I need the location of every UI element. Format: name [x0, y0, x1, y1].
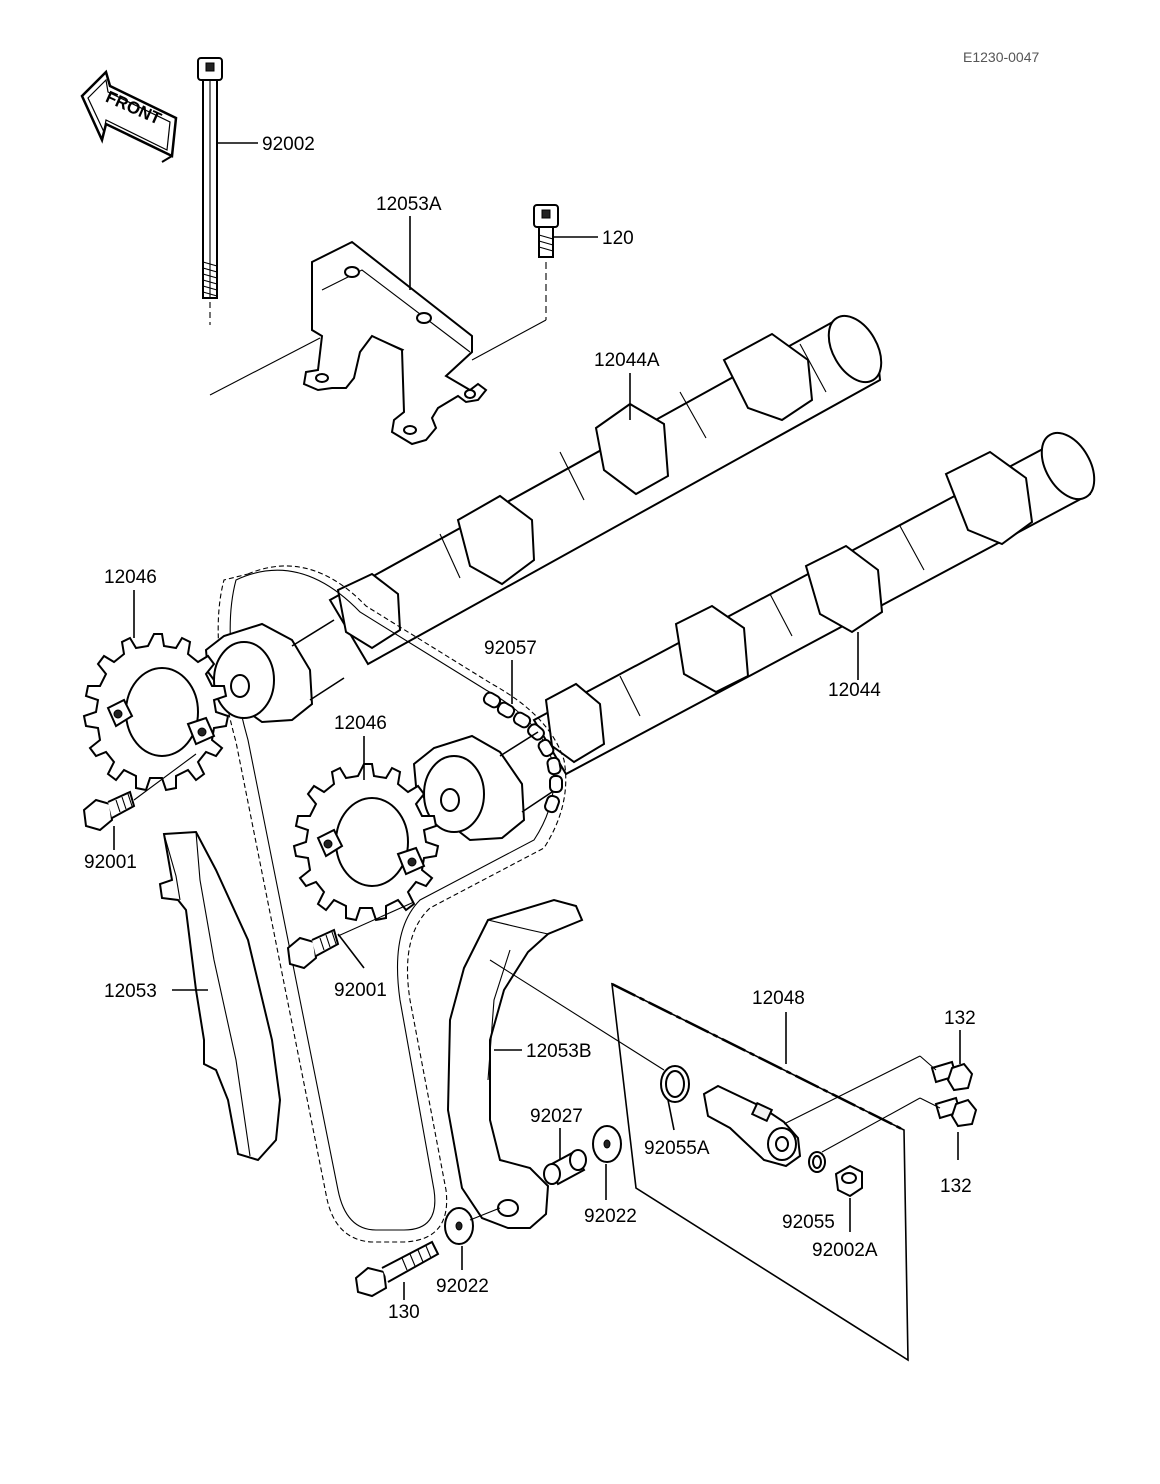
o-ring-92055	[808, 1151, 826, 1173]
label-120: 120	[602, 228, 634, 249]
bolt-92001-middle	[286, 928, 340, 970]
label-92002: 92002	[262, 134, 315, 155]
cam-chain	[217, 565, 567, 1243]
bolt-130	[354, 1240, 440, 1298]
chain-guide-12053B	[446, 898, 584, 1229]
camshaft-flange-upper	[204, 619, 345, 724]
front-arrow-icon: FRONT	[80, 69, 178, 163]
drawing-code: E1230-0047	[963, 49, 1040, 65]
camshaft-flange-lower	[412, 731, 553, 842]
label-12046-left: 12046	[104, 567, 157, 588]
washer-92022-right	[592, 1125, 622, 1163]
label-92022-left: 92022	[436, 1276, 489, 1297]
chain-links-92057	[482, 691, 563, 814]
label-92057: 92057	[484, 638, 537, 659]
label-92055A: 92055A	[644, 1138, 710, 1159]
label-12048: 12048	[752, 988, 805, 1009]
washer-92022-left	[444, 1207, 474, 1245]
label-12044: 12044	[828, 680, 881, 701]
tensioner-box-12048	[611, 982, 909, 1362]
label-132-bottom: 132	[940, 1176, 972, 1197]
label-92001-left: 92001	[84, 852, 137, 873]
label-92001-middle: 92001	[334, 980, 387, 1001]
bolt-92002	[197, 57, 223, 325]
label-12044A: 12044A	[594, 350, 660, 371]
bolt-132-bottom	[934, 1096, 978, 1128]
label-92002A: 92002A	[812, 1240, 878, 1261]
bolt-132-top	[930, 1060, 974, 1092]
collar-92027	[543, 1149, 587, 1186]
chain-guide-12053	[158, 830, 282, 1162]
camshaft-12044A	[328, 314, 883, 666]
bolt-120	[533, 204, 559, 258]
label-132-top: 132	[944, 1008, 976, 1029]
tensioner-body	[702, 1084, 802, 1168]
bracket-12053A	[302, 240, 488, 446]
sprocket-12046-left	[82, 633, 230, 792]
plug-bolt-92002A	[834, 1164, 863, 1198]
label-12046-middle: 12046	[334, 713, 387, 734]
label-92022-right: 92022	[584, 1206, 637, 1227]
label-12053: 12053	[104, 981, 157, 1002]
label-130: 130	[388, 1302, 420, 1323]
label-12053A: 12053A	[376, 194, 442, 215]
label-12053B: 12053B	[526, 1041, 592, 1062]
bolt-92001-left	[82, 790, 136, 832]
o-ring-92055A	[660, 1065, 690, 1103]
sprocket-12046-middle	[292, 763, 440, 922]
label-92027: 92027	[530, 1106, 583, 1127]
label-92055: 92055	[782, 1212, 835, 1233]
